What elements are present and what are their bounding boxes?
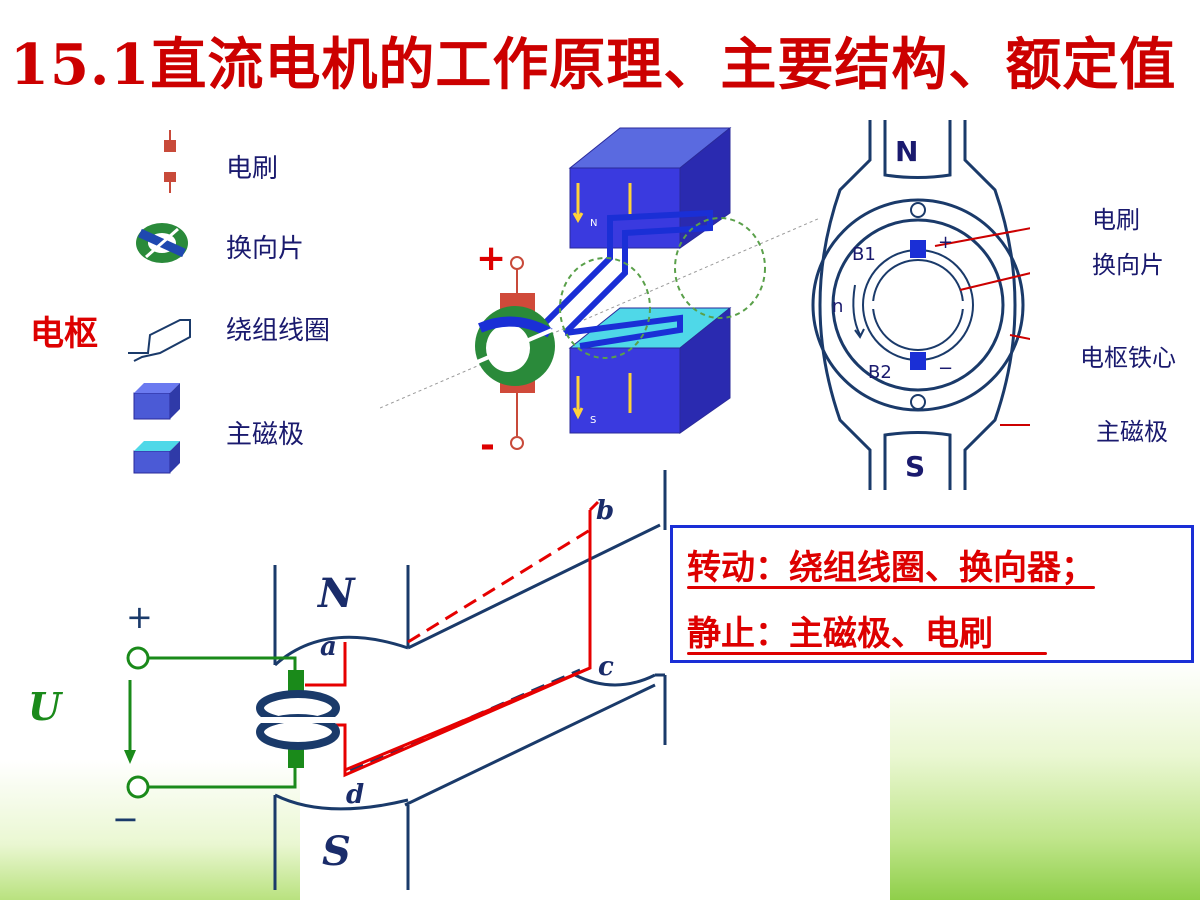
right-pole-n: N <box>895 135 919 168</box>
legend-icons <box>128 130 191 474</box>
right-minus-label: − <box>938 358 954 379</box>
svg-text:N: N <box>590 218 597 229</box>
grass-background <box>890 660 1200 900</box>
right-plus-label: + <box>938 232 954 253</box>
b2-label: B2 <box>868 362 892 383</box>
negative-terminal <box>126 775 150 799</box>
circuit-commutator <box>256 690 340 750</box>
motor-3d-diagram: N S <box>380 126 820 450</box>
circuit-plus: + <box>126 598 153 636</box>
legend-brush-label: 电刷 <box>226 154 279 184</box>
info-underline-1 <box>687 586 1095 589</box>
conductor-d-label: d <box>346 780 365 810</box>
right-pole-s: S <box>905 450 926 483</box>
info-line-rotating: 转动：绕组线圈、换向器； <box>687 540 1095 589</box>
circuit-pole-s: S <box>322 828 351 875</box>
info-line-rotating-text: 转动：绕组线圈、换向器； <box>687 548 1095 588</box>
circuit-minus: − <box>112 800 139 838</box>
info-box: 转动：绕组线圈、换向器； 静止：主磁极、电刷 <box>670 525 1194 663</box>
circuit-voltage-u: U <box>28 684 62 729</box>
circuit-diagram <box>124 470 667 890</box>
legend-coil-label: 绕组线圈 <box>226 316 331 346</box>
commutator-icon <box>136 223 188 263</box>
coil-icon <box>128 319 191 362</box>
pole-frame <box>273 470 667 890</box>
svg-text:S: S <box>590 415 596 426</box>
right-label-commutator: 换向片 <box>1092 251 1164 279</box>
south-pole-block: S <box>568 306 732 434</box>
conductor-b-label: b <box>596 496 615 526</box>
page-title: 15.1直流电机的工作原理、主要结构、额定值 <box>10 32 1177 98</box>
right-label-brush: 电刷 <box>1092 206 1140 234</box>
right-label-pole: 主磁极 <box>1096 418 1168 446</box>
minus-terminal-label: - <box>480 425 495 466</box>
circuit-bottom-brush <box>288 746 304 768</box>
main-pole-icon <box>133 383 180 474</box>
armature-coil <box>537 209 713 349</box>
supply-wires <box>128 656 297 789</box>
right-label-core: 电枢铁心 <box>1080 344 1176 372</box>
info-line-static-text: 静止：主磁极、电刷 <box>687 614 993 654</box>
motor-cross-section <box>811 120 1030 490</box>
plus-terminal-label: + <box>476 238 507 279</box>
circuit-pole-n: N <box>318 570 355 617</box>
info-line-static: 静止：主磁极、电刷 <box>687 606 1047 655</box>
positive-terminal <box>126 646 150 670</box>
info-underline-2 <box>687 652 1047 655</box>
legend-commutator-label: 换向片 <box>226 234 305 264</box>
rotation-n-label: n <box>832 296 844 317</box>
commutator <box>474 306 555 386</box>
circuit-top-brush <box>288 670 304 692</box>
conductor-a-label: a <box>320 632 337 662</box>
b1-label: B1 <box>852 244 876 265</box>
conductor-c-label: c <box>598 652 614 682</box>
armature-label: 电枢 <box>30 314 98 354</box>
legend-main-pole-label: 主磁极 <box>226 420 305 450</box>
brush-icon <box>164 130 176 193</box>
grass-background-left <box>0 760 300 900</box>
